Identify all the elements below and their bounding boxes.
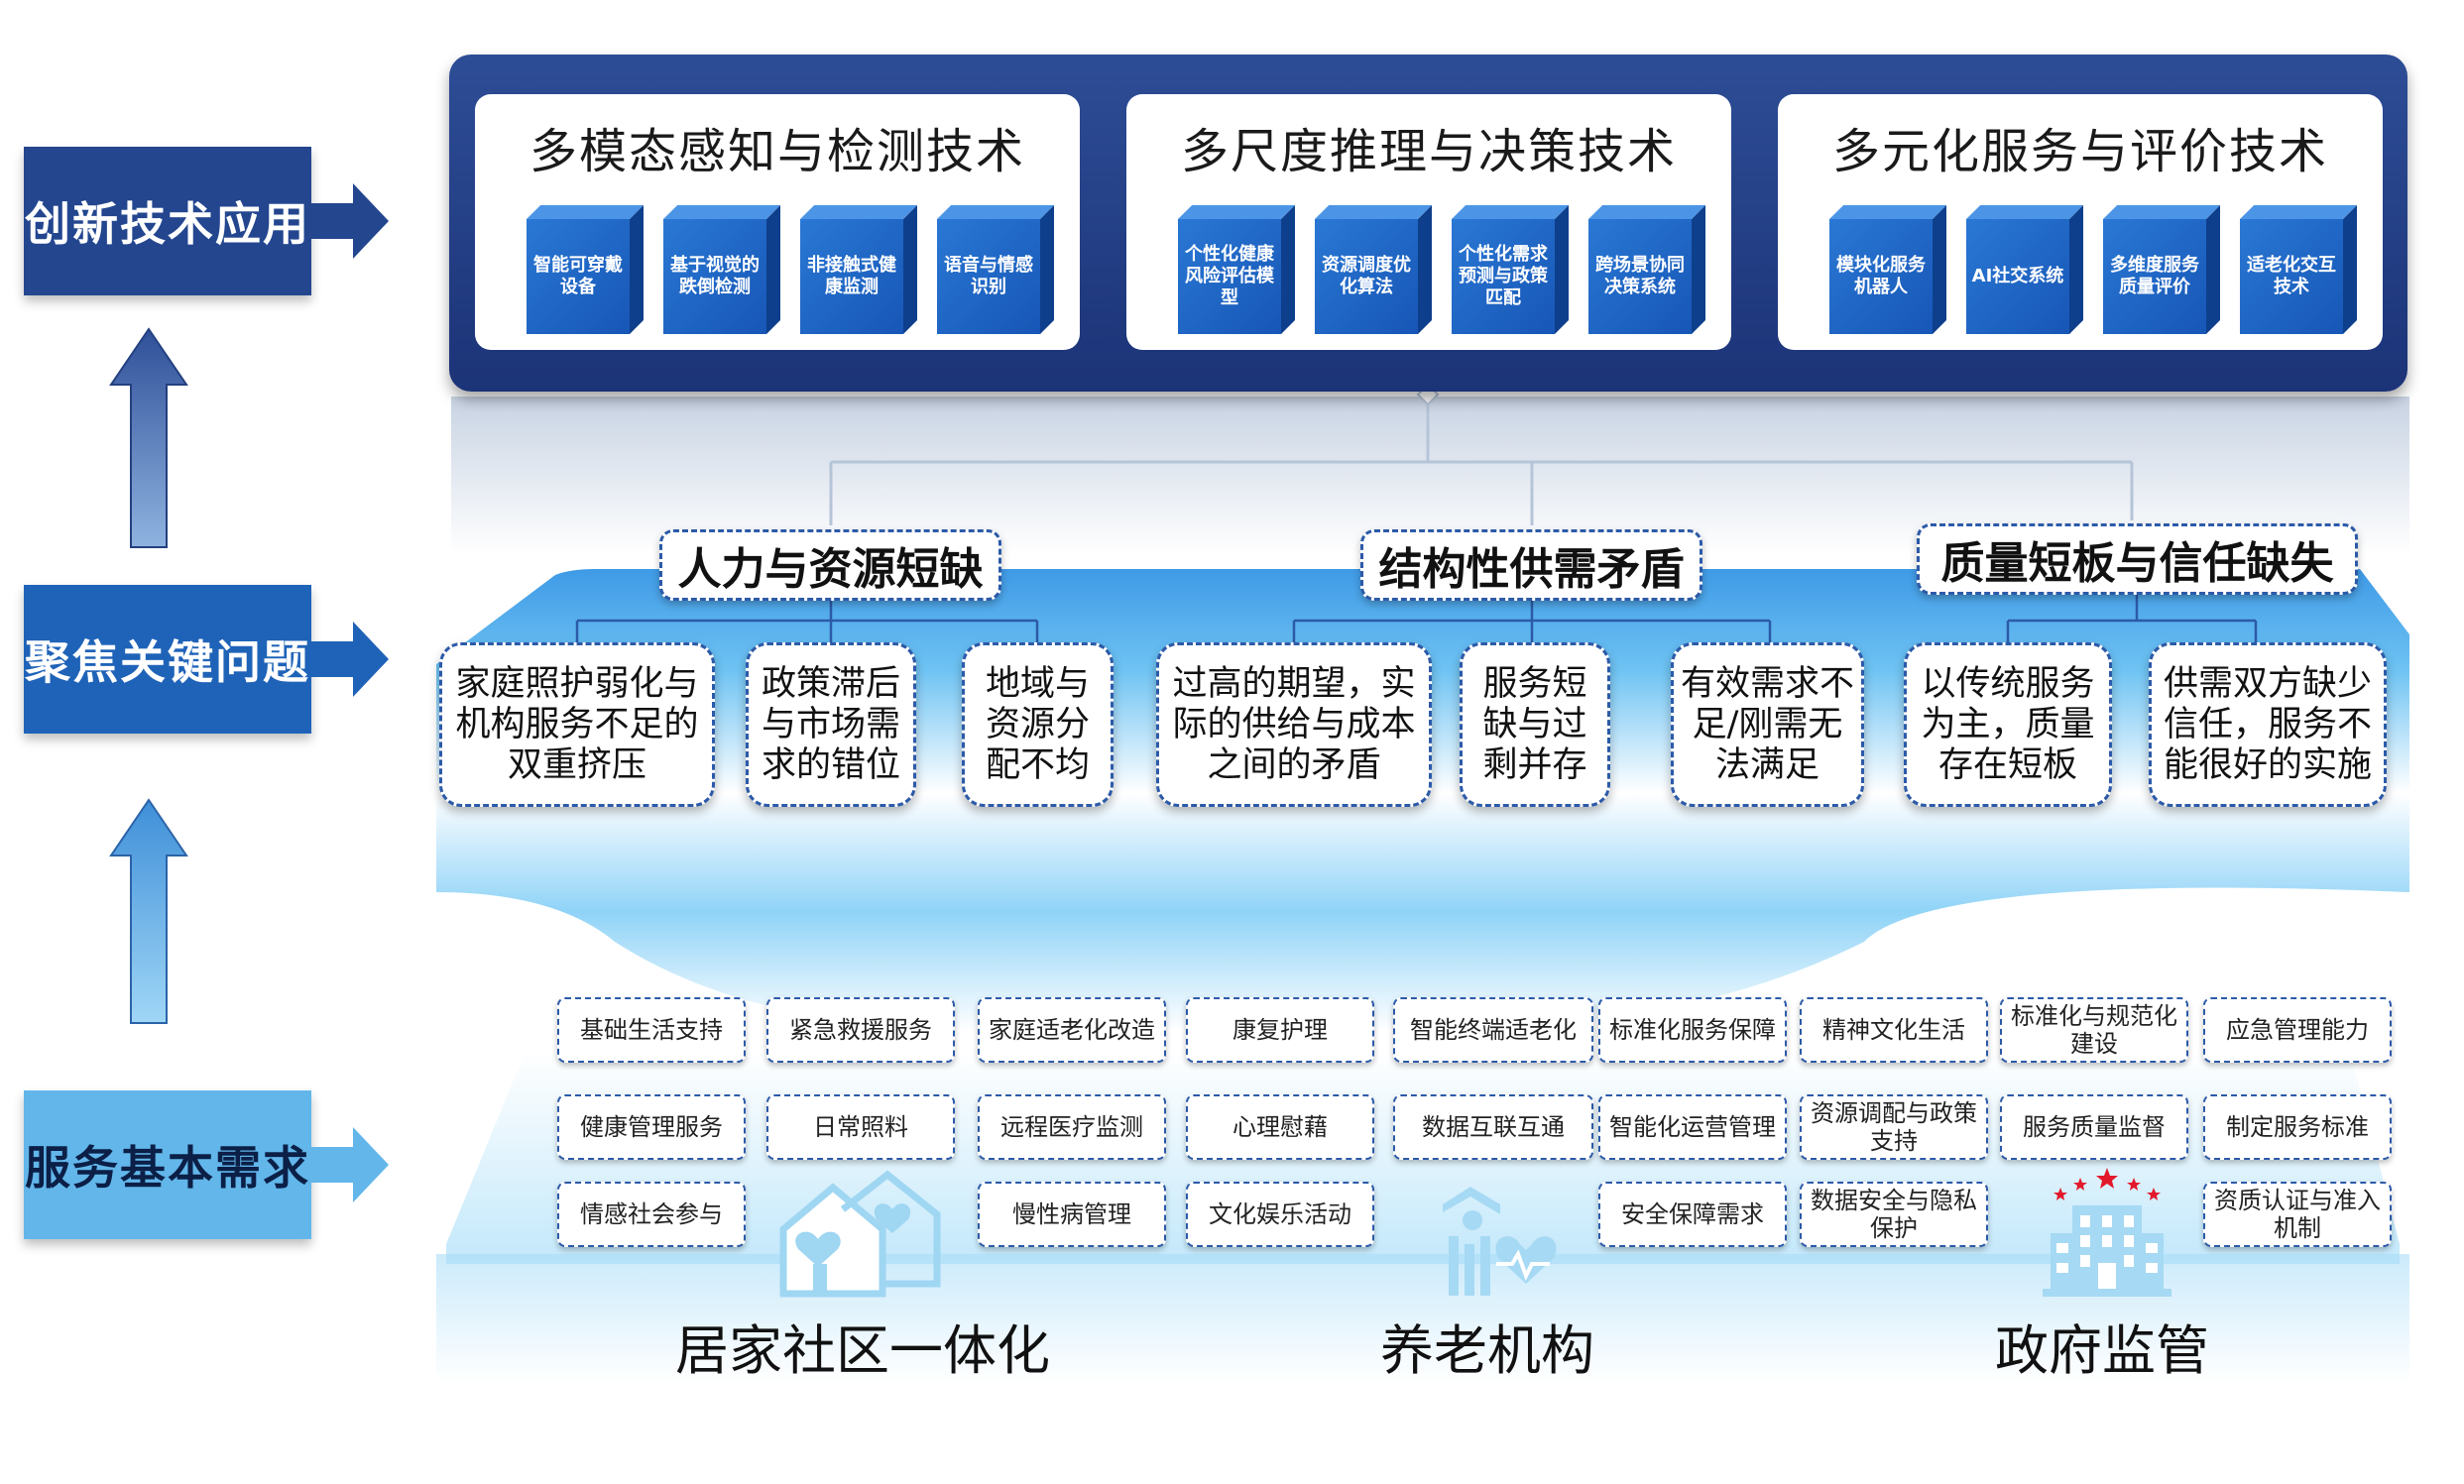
needs-label-text: 服务基本需求 [25, 1141, 310, 1195]
tech-cube: 基于视觉的跌倒检测 [663, 205, 780, 334]
funnel-waist [436, 793, 2409, 1031]
tech-cube: 资源调度优化算法 [1315, 205, 1432, 334]
tech-cube: 非接触式健康监测 [800, 205, 917, 334]
need-item: 数据互联互通 [1393, 1094, 1593, 1160]
focus-label: 聚焦关键问题 [24, 585, 311, 734]
problem-item: 有效需求不足/刚需无法满足 [1671, 642, 1864, 807]
scenario-label: 养老机构 [1380, 1319, 1594, 1382]
need-item: 心理慰藉 [1186, 1094, 1374, 1160]
tech-cube: 多维度服务质量评价 [2103, 205, 2220, 334]
need-item: 应急管理能力 [2203, 997, 2392, 1063]
tech-cube-label: 智能可穿戴设备 [527, 219, 630, 334]
need-item: 精神文化生活 [1800, 997, 1988, 1063]
tech-cube-label: 模块化服务机器人 [1829, 219, 1933, 334]
need-item: 智能化运营管理 [1598, 1094, 1787, 1160]
need-item: 标准化服务保障 [1598, 997, 1787, 1063]
problem-item: 以传统服务为主，质量存在短板 [1904, 642, 2112, 807]
need-item: 安全保障需求 [1598, 1182, 1787, 1247]
tech-title: 多模态感知与检测技术 [528, 124, 1025, 179]
need-item: 康复护理 [1186, 997, 1374, 1063]
need-item: 资源调配与政策支持 [1800, 1094, 1988, 1160]
tech-cube: 模块化服务机器人 [1829, 205, 1946, 334]
need-item: 家庭适老化改造 [978, 997, 1166, 1063]
tech-title: 多元化服务与评价技术 [1831, 124, 2328, 179]
needs-label: 服务基本需求 [24, 1090, 311, 1239]
tech-cube: AI社交系统 [1966, 205, 2083, 334]
tech-cube-label: 适老化交互技术 [2240, 219, 2343, 334]
need-item: 健康管理服务 [557, 1094, 746, 1160]
scenario-label: 政府监管 [1995, 1319, 2209, 1382]
problem-item: 过高的期望，实际的供给与成本之间的矛盾 [1156, 642, 1432, 807]
right-arrow-icon [311, 183, 389, 259]
problem-item: 地域与资源分配不均 [962, 642, 1114, 807]
tech-cube: 跨场景协同决策系统 [1588, 205, 1705, 334]
tech-cube-label: 基于视觉的跌倒检测 [663, 219, 766, 334]
tech-cube-label: 多维度服务质量评价 [2103, 219, 2206, 334]
tech-cube-label: 资源调度优化算法 [1315, 219, 1418, 334]
problem-group-title: 结构性供需矛盾 [1360, 529, 1702, 601]
tech-cube: 个性化健康风险评估模型 [1178, 205, 1295, 334]
need-item: 基础生活支持 [557, 997, 746, 1063]
tech-cube: 适老化交互技术 [2240, 205, 2357, 334]
tech-cube-label: AI社交系统 [1966, 219, 2069, 334]
need-item: 数据安全与隐私保护 [1800, 1182, 1988, 1247]
need-item: 标准化与规范化建设 [2000, 997, 2188, 1063]
right-arrow-icon [311, 1127, 389, 1202]
elderly-care-institution-icon [1443, 1187, 1557, 1296]
problem-item: 供需双方缺少信任，服务不能很好的实施 [2149, 642, 2387, 807]
tech-card-perception: 多模态感知与检测技术 智能可穿戴设备 基于视觉的跌倒检测 非接触式健康监测 语音… [475, 94, 1080, 350]
up-arrow-icon [109, 327, 188, 548]
tech-cube-label: 个性化需求预测与政策匹配 [1452, 219, 1555, 334]
problem-group-title: 质量短板与信任缺失 [1917, 523, 2358, 595]
problem-item: 家庭照护弱化与机构服务不足的双重挤压 [439, 642, 715, 807]
tech-cube: 语音与情感识别 [937, 205, 1054, 334]
tech-cube-label: 非接触式健康监测 [800, 219, 903, 334]
tech-cube-label: 语音与情感识别 [937, 219, 1040, 334]
up-arrow-icon [109, 798, 188, 1024]
tech-band: 多模态感知与检测技术 智能可穿戴设备 基于视觉的跌倒检测 非接触式健康监测 语音… [449, 55, 2407, 392]
focus-label-text: 聚焦关键问题 [25, 635, 310, 689]
need-item: 制定服务标准 [2203, 1094, 2392, 1160]
tech-cube: 个性化需求预测与政策匹配 [1452, 205, 1569, 334]
tech-cube-label: 个性化健康风险评估模型 [1178, 219, 1281, 334]
scenario-label: 居家社区一体化 [675, 1319, 1050, 1382]
government-building-icon [2043, 1168, 2171, 1297]
problem-item: 服务短缺与过剩并存 [1460, 642, 1610, 807]
need-item: 日常照料 [766, 1094, 955, 1160]
need-item: 远程医疗监测 [978, 1094, 1166, 1160]
need-item: 文化娱乐活动 [1186, 1182, 1374, 1247]
need-item: 紧急救援服务 [766, 997, 955, 1063]
need-item: 慢性病管理 [978, 1182, 1166, 1247]
innovation-label-text: 创新技术应用 [25, 197, 310, 251]
problem-group-title: 人力与资源短缺 [659, 529, 1001, 601]
right-arrow-icon [311, 622, 389, 697]
tech-cube-label: 跨场景协同决策系统 [1588, 219, 1692, 334]
home-community-icon [779, 1170, 941, 1298]
need-item: 服务质量监督 [2000, 1094, 2188, 1160]
tech-cube: 智能可穿戴设备 [527, 205, 644, 334]
tech-card-reasoning: 多尺度推理与决策技术 个性化健康风险评估模型 资源调度优化算法 个性化需求预测与… [1126, 94, 1731, 350]
tech-title: 多尺度推理与决策技术 [1180, 124, 1677, 179]
problem-item: 政策滞后与市场需求的错位 [746, 642, 916, 807]
innovation-label: 创新技术应用 [24, 147, 311, 295]
tech-card-service: 多元化服务与评价技术 模块化服务机器人 AI社交系统 多维度服务质量评价 适老化… [1778, 94, 2383, 350]
need-item: 情感社会参与 [557, 1182, 746, 1247]
need-item: 智能终端适老化 [1393, 997, 1593, 1063]
need-item: 资质认证与准入机制 [2203, 1182, 2392, 1247]
